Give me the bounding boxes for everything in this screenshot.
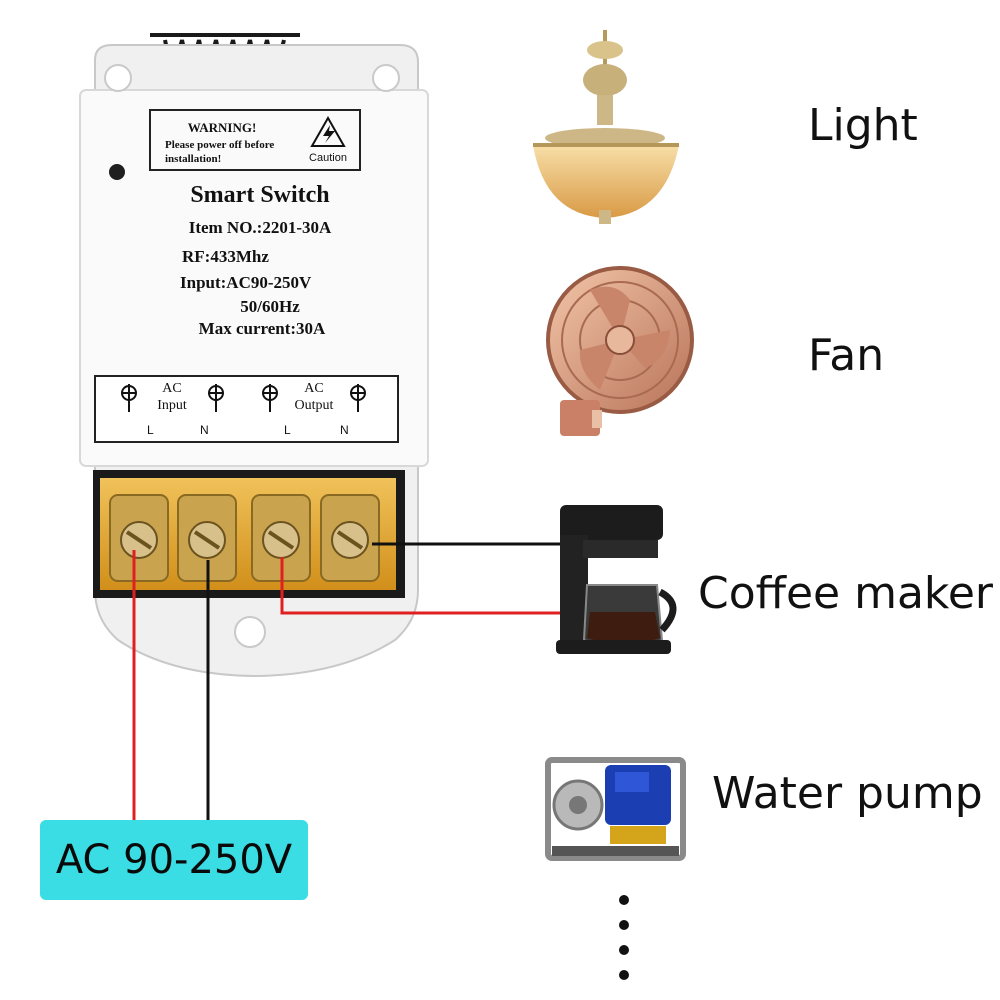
terminal-l-output: L bbox=[284, 423, 291, 437]
ac-input-label: Input bbox=[157, 398, 187, 413]
terminal-label-strip bbox=[94, 375, 399, 443]
rf-spec: RF:433Mhz bbox=[182, 247, 269, 266]
warning-line2: installation! bbox=[165, 153, 221, 165]
wall-fan-icon bbox=[546, 266, 694, 436]
screw-terminal-icon bbox=[109, 494, 380, 582]
terminal-l-input: L bbox=[147, 423, 154, 437]
ac-input-ac: AC bbox=[162, 381, 181, 396]
high-voltage-icon bbox=[310, 115, 346, 147]
coffee-maker-icon bbox=[556, 505, 677, 654]
mount-hole-top bbox=[104, 64, 132, 92]
output-live-wire bbox=[280, 557, 560, 615]
frequency-spec: 50/60Hz bbox=[240, 297, 300, 316]
smart-switch-device: WARNING! Please power off before install… bbox=[79, 33, 429, 678]
appliance-label-water-pump: Water pump bbox=[712, 768, 983, 819]
terminal-n-input: N bbox=[200, 423, 209, 437]
terminal-n-output: N bbox=[340, 423, 349, 437]
max-current-spec: Max current:30A bbox=[199, 319, 326, 338]
caution-label: Caution bbox=[309, 152, 347, 164]
chandelier-icon bbox=[533, 30, 679, 224]
wiring bbox=[132, 542, 560, 822]
indicator-led bbox=[109, 164, 125, 180]
ac-output-ac: AC bbox=[304, 381, 323, 396]
ac-output-label: Output bbox=[295, 398, 334, 413]
warning-title: WARNING! bbox=[188, 120, 257, 135]
appliance-label-fan: Fan bbox=[808, 330, 885, 381]
appliance-label-light: Light bbox=[808, 100, 918, 151]
water-pump-icon bbox=[545, 757, 686, 861]
more-appliances-ellipsis-icon bbox=[619, 895, 629, 980]
mount-hole-bottom bbox=[234, 616, 266, 648]
appliance-label-coffee-maker: Coffee maker bbox=[698, 568, 993, 619]
terminal-symbol-icon bbox=[121, 384, 366, 412]
device-name: Smart Switch bbox=[190, 182, 329, 208]
power-source-badge: AC 90-250V bbox=[40, 820, 308, 900]
terminal-block bbox=[93, 470, 405, 598]
warning-box bbox=[149, 109, 361, 171]
mount-hole-top bbox=[372, 64, 400, 92]
warning-line1: Please power off before bbox=[165, 139, 274, 151]
item-number: Item NO.:2201-30A bbox=[189, 218, 332, 237]
input-spec: Input:AC90-250V bbox=[180, 273, 312, 292]
